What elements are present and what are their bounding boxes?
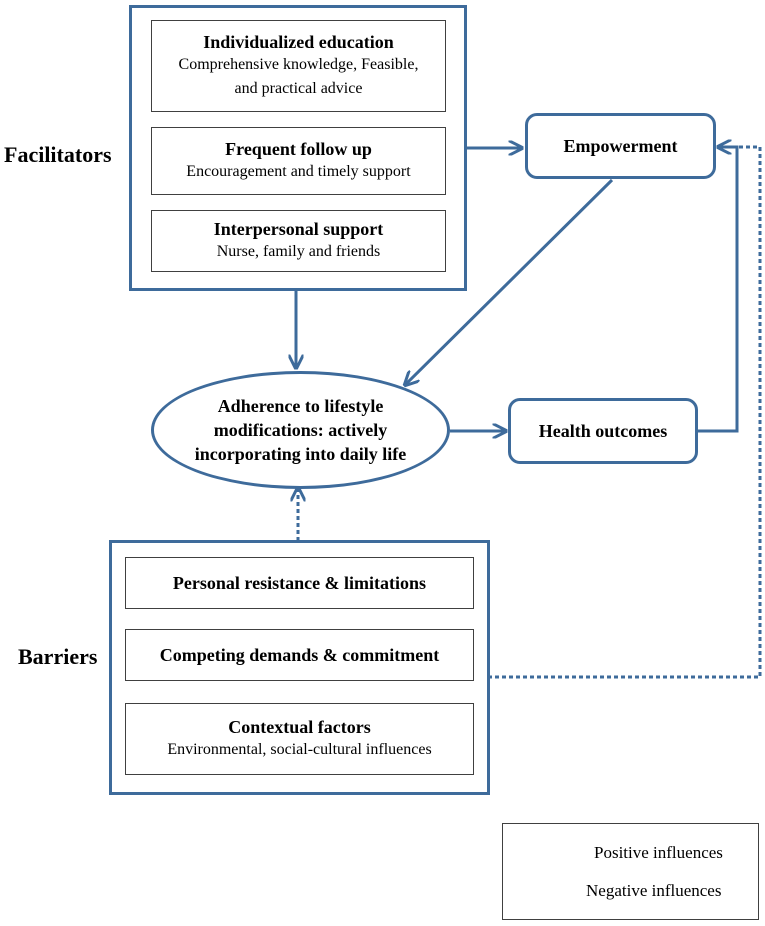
barrier-title: Personal resistance & limitations bbox=[172, 573, 427, 593]
barrier-contextual-factors: Contextual factors Environmental, social… bbox=[125, 703, 474, 775]
arrow-empowerment-to-adherence bbox=[405, 178, 614, 385]
adherence-label-line: modifications: actively bbox=[213, 420, 388, 440]
facilitator-title: Frequent follow up bbox=[225, 139, 372, 159]
facilitator-detail: Nurse, family and friends bbox=[216, 243, 381, 260]
facilitator-title: Interpersonal support bbox=[213, 219, 384, 239]
barrier-personal-resistance: Personal resistance & limitations bbox=[125, 557, 474, 609]
legend bbox=[502, 823, 759, 920]
arrow-barriers-to-empowerment bbox=[488, 145, 762, 679]
empowerment-label: Empowerment bbox=[563, 136, 678, 156]
adherence-node: Adherence to lifestyle modifications: ac… bbox=[151, 371, 450, 489]
health-outcomes-label: Health outcomes bbox=[538, 421, 668, 441]
facilitators-label: Facilitators bbox=[4, 142, 112, 167]
barrier-competing-demands: Competing demands & commitment bbox=[125, 629, 474, 681]
facilitator-individualized-education: Individualized education Comprehensive k… bbox=[151, 20, 446, 112]
facilitator-detail: Encouragement and timely support bbox=[186, 163, 411, 180]
legend-positive-label: Positive influences bbox=[594, 843, 723, 862]
adherence-label-line: incorporating into daily life bbox=[194, 444, 407, 464]
facilitator-detail: and practical advice bbox=[234, 80, 363, 97]
facilitator-interpersonal-support: Interpersonal support Nurse, family and … bbox=[151, 210, 446, 272]
adherence-label-line: Adherence to lifestyle bbox=[217, 396, 384, 416]
barriers-label: Barriers bbox=[18, 644, 98, 669]
empowerment-node: Empowerment bbox=[525, 113, 716, 179]
barrier-title: Competing demands & commitment bbox=[159, 645, 440, 665]
health-outcomes-node: Health outcomes bbox=[508, 398, 698, 464]
barrier-detail: Environmental, social-cultural influence… bbox=[167, 741, 432, 758]
legend-negative-label: Negative influences bbox=[586, 881, 722, 900]
facilitator-title: Individualized education bbox=[203, 32, 394, 52]
facilitator-frequent-follow-up: Frequent follow up Encouragement and tim… bbox=[151, 127, 446, 195]
arrow-health-outcomes-to-empowerment bbox=[697, 147, 739, 433]
facilitator-detail: Comprehensive knowledge, Feasible, bbox=[178, 56, 419, 73]
barrier-title: Contextual factors bbox=[228, 717, 371, 737]
